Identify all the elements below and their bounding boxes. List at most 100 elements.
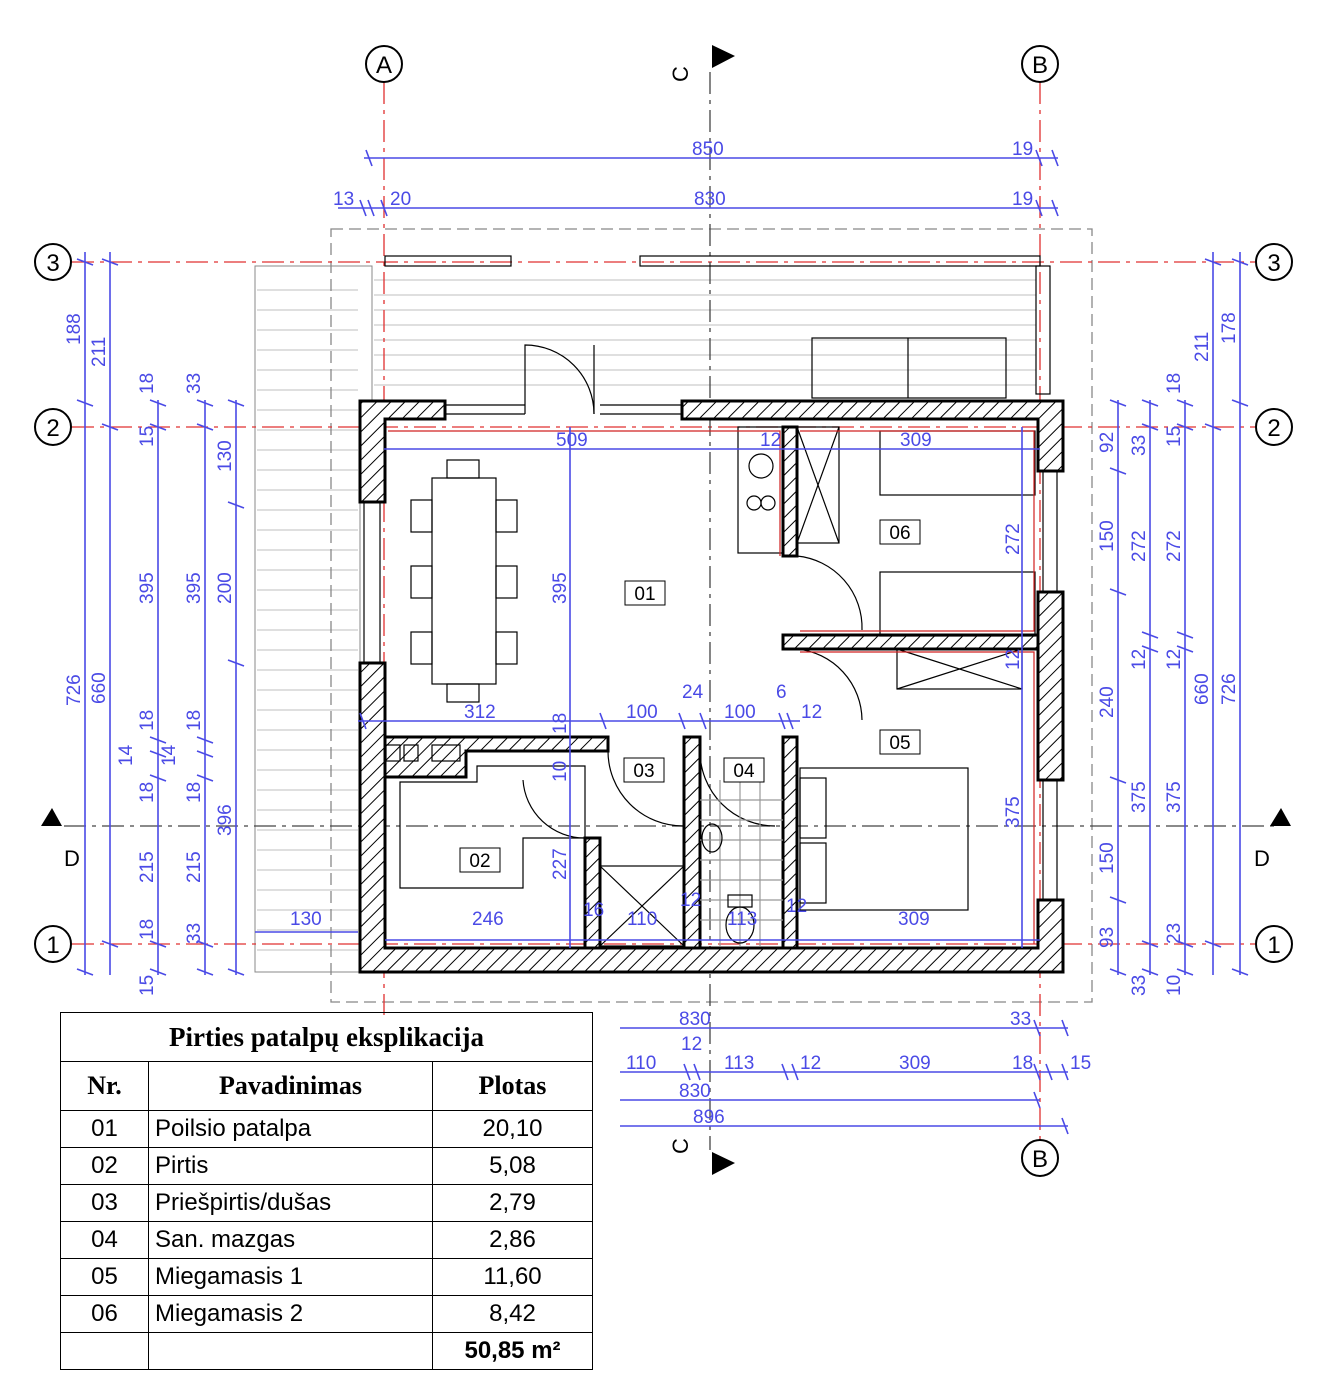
- row-name: Priešpirtis/dušas: [148, 1184, 433, 1222]
- section-label-d-left: D: [64, 846, 80, 871]
- table-row: 04 San. mazgas 2,86: [60, 1221, 593, 1259]
- room-tags: 01 02 03 04 05 06: [459, 519, 921, 873]
- dim-inner-6: 6: [776, 682, 787, 703]
- row-area: 11,60: [432, 1258, 593, 1296]
- dim-inner-309a: 309: [900, 430, 932, 451]
- axis-label-2-right: 2: [1267, 415, 1280, 442]
- dim-left-15b: 15: [137, 975, 158, 996]
- section-label-d-right: D: [1254, 846, 1270, 871]
- dim-right-375b: 375: [1164, 781, 1185, 813]
- dim-right-178: 178: [1219, 312, 1240, 344]
- dim-inner-375: 375: [1003, 796, 1024, 828]
- dim-left-215a: 215: [137, 851, 158, 883]
- dim-top-20: 20: [390, 189, 411, 210]
- dimension-lines: [76, 149, 1249, 1135]
- total-empty-name: [148, 1332, 433, 1370]
- row-name: Miegamasis 2: [148, 1295, 433, 1333]
- dim-right-12b: 12: [1164, 649, 1185, 670]
- dim-inner-100a: 100: [626, 702, 658, 723]
- total-area: 50,85 m²: [432, 1332, 593, 1370]
- room-tag-04: 04: [733, 761, 755, 782]
- windows: [363, 255, 1058, 900]
- dim-left-211: 211: [89, 337, 110, 367]
- dim-inner-12b: 12: [1003, 649, 1024, 670]
- dim-top-19b: 19: [1012, 189, 1033, 210]
- dim-inner-12e: 12: [786, 896, 807, 917]
- axis-label-b-top: B: [1032, 52, 1048, 79]
- dim-top-850: 850: [692, 139, 724, 160]
- row-nr: 05: [60, 1258, 149, 1296]
- dim-bottom-309: 309: [899, 1053, 931, 1074]
- dim-left-18c: 18: [137, 782, 158, 803]
- axis-label-2-left: 2: [46, 415, 59, 442]
- dim-left-18d: 18: [137, 919, 158, 940]
- roof-outline: [330, 228, 1093, 1003]
- dim-bottom-830b: 830: [679, 1081, 711, 1102]
- table-row: 03 Priešpirtis/dušas 2,79: [60, 1184, 593, 1222]
- dim-inner-227: 227: [550, 848, 571, 880]
- row-nr: 04: [60, 1221, 149, 1259]
- dim-top-19a: 19: [1012, 139, 1033, 160]
- dim-inner-10: 10: [550, 761, 571, 782]
- dim-left-18b: 18: [137, 710, 158, 731]
- dim-left-130: 130: [215, 440, 236, 472]
- dim-inner-395: 395: [550, 572, 571, 604]
- dim-inner-309b: 309: [898, 909, 930, 930]
- section-markers: [41, 45, 1291, 1175]
- furniture: [385, 337, 1036, 947]
- dim-right-375a: 375: [1129, 781, 1150, 813]
- dim-left-18a: 18: [137, 373, 158, 394]
- dim-bottom-33: 33: [1010, 1009, 1031, 1030]
- dim-right-23: 23: [1164, 923, 1185, 944]
- dim-right-10: 10: [1164, 975, 1185, 996]
- dim-bottom-110: 110: [626, 1053, 656, 1074]
- row-area: 20,10: [432, 1110, 593, 1148]
- dim-right-660: 660: [1192, 673, 1213, 705]
- dim-bottom-830a: 830: [679, 1009, 711, 1030]
- grid-lines: [64, 72, 1280, 1150]
- dim-top-13: 13: [333, 189, 354, 210]
- terrace: [254, 265, 1036, 973]
- table-row: 02 Pirtis 5,08: [60, 1147, 593, 1185]
- dim-left-33a: 33: [184, 373, 205, 394]
- dim-left-396: 396: [215, 804, 236, 836]
- dim-right-272b: 272: [1164, 530, 1185, 562]
- dim-left-395b: 395: [184, 572, 205, 604]
- table-row: 01 Poilsio patalpa 20,10: [60, 1110, 593, 1148]
- dimension-texts: 850 19 13 20 830 19 726 188 660 211 18 1…: [64, 139, 1240, 1128]
- axis-labels: A B B 3 3 2 2 1 1 C C D D: [46, 52, 1280, 1173]
- dim-inner-110: 110: [627, 909, 657, 930]
- axis-label-1-left: 1: [46, 932, 59, 959]
- row-name: San. mazgas: [148, 1221, 433, 1259]
- dim-inner-100b: 100: [724, 702, 756, 723]
- section-label-c-bottom: C: [668, 1138, 693, 1154]
- column-header-name: Pavadinimas: [148, 1061, 433, 1111]
- dim-right-15a: 15: [1164, 426, 1185, 447]
- row-nr: 03: [60, 1184, 149, 1222]
- room-tag-01: 01: [634, 584, 655, 605]
- dim-inner-246: 246: [472, 909, 504, 930]
- dim-inner-12d: 12: [680, 890, 701, 911]
- room-tag-03: 03: [633, 761, 654, 782]
- room-tag-02: 02: [469, 851, 490, 872]
- dim-inner-272: 272: [1003, 523, 1024, 555]
- row-area: 5,08: [432, 1147, 593, 1185]
- axis-label-3-right: 3: [1267, 250, 1280, 277]
- dim-right-12a: 12: [1129, 649, 1150, 670]
- row-name: Pirtis: [148, 1147, 433, 1185]
- dim-inner-509: 509: [556, 430, 588, 451]
- table-row: 05 Miegamasis 1 11,60: [60, 1258, 593, 1296]
- dim-left-200: 200: [215, 572, 236, 604]
- row-nr: 02: [60, 1147, 149, 1185]
- explication-title: Pirties patalpų eksplikacija: [60, 1012, 593, 1062]
- axis-label-a: A: [376, 52, 392, 79]
- dim-top-830: 830: [694, 189, 726, 210]
- dim-inner-18: 18: [550, 713, 571, 734]
- dim-bottom-113: 113: [724, 1053, 754, 1074]
- dim-inner-113: 113: [727, 909, 757, 930]
- column-header-nr: Nr.: [60, 1061, 149, 1111]
- dim-inner-24: 24: [682, 682, 704, 703]
- dim-right-92: 92: [1097, 432, 1118, 453]
- dim-bottom-12: 12: [681, 1034, 702, 1055]
